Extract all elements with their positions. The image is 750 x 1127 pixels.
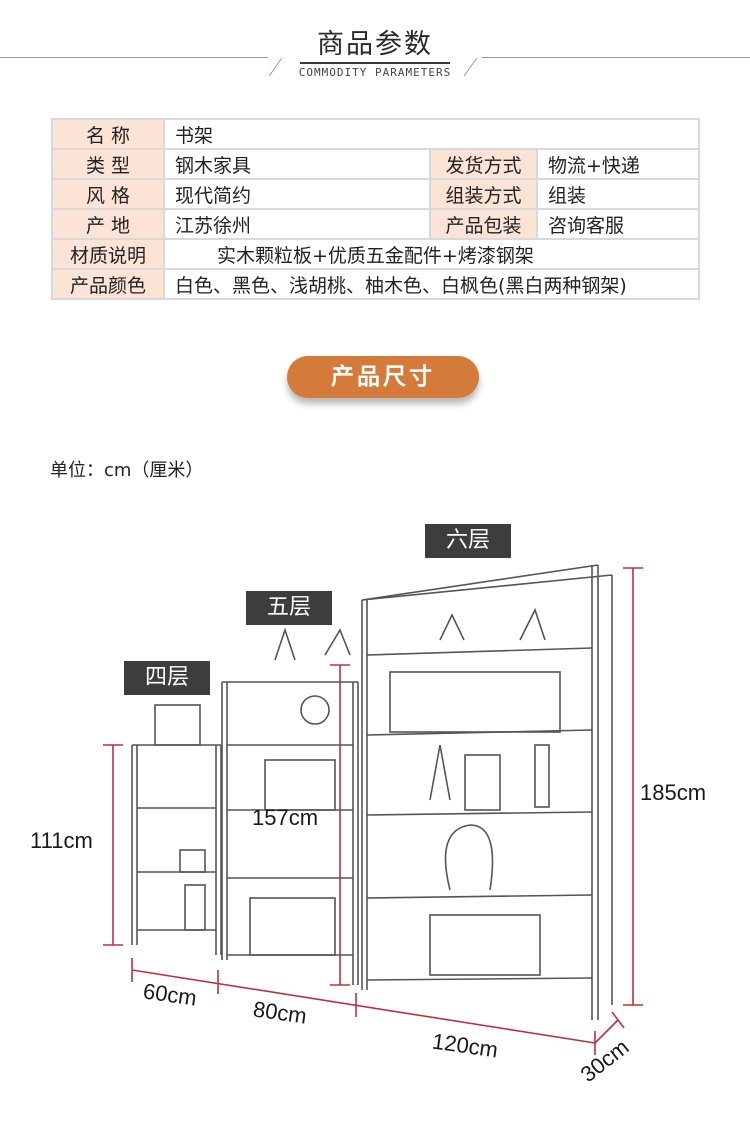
title-underline [300, 62, 450, 64]
size-badge: 产品尺寸 [287, 356, 479, 398]
param-label-origin: 产 地 [51, 208, 165, 240]
param-label-name: 名 称 [51, 118, 165, 150]
shelf-four-tier [131, 704, 222, 955]
table-row: 材质说明 实木颗粒板+优质五金配件+烤漆钢架 [51, 238, 700, 270]
table-row: 名 称 书架 [51, 118, 700, 150]
param-label-type: 类 型 [51, 148, 165, 180]
dim-label-h6: 185cm [640, 780, 707, 805]
dimension-lines [103, 567, 643, 1055]
section-title: 商品参数 [317, 29, 433, 60]
shelf-line-art [131, 564, 613, 1020]
param-value-origin: 江苏徐州 [163, 208, 431, 240]
tier-label-five: 五层 [246, 591, 332, 625]
param-value-name: 书架 [163, 118, 700, 150]
param-label-color: 产品颜色 [51, 268, 165, 300]
parameter-table: 名 称 书架 类 型 钢木家具 发货方式 物流+快递 风 格 现代简约 组装方式… [51, 118, 700, 300]
table-row: 类 型 钢木家具 发货方式 物流+快递 [51, 148, 700, 180]
shelf-six-tier [361, 564, 613, 1020]
param-label-assembly: 组装方式 [429, 178, 538, 210]
tier-label-four: 四层 [124, 661, 210, 695]
table-row: 风 格 现代简约 组装方式 组装 [51, 178, 700, 210]
param-label-package: 产品包装 [429, 208, 538, 240]
dim-line-depth [594, 1019, 619, 1044]
section-subtitle: COMMODITY PARAMETERS [298, 66, 452, 79]
param-label-style: 风 格 [51, 178, 165, 210]
param-value-type: 钢木家具 [163, 148, 431, 180]
tier-label-six: 六层 [425, 524, 511, 558]
param-value-color: 白色、黑色、浅胡桃、柚木色、白枫色(黑白两种钢架) [163, 268, 700, 300]
header-rule-right [482, 57, 750, 58]
param-value-package: 咨询客服 [536, 208, 700, 240]
param-value-assembly: 组装 [536, 178, 700, 210]
header-rule-left [0, 57, 268, 58]
param-label-ship: 发货方式 [429, 148, 538, 180]
param-value-style: 现代简约 [163, 178, 431, 210]
dim-line-width [131, 969, 596, 1044]
dim-label-h4: 111cm [30, 828, 93, 853]
param-value-ship: 物流+快递 [536, 148, 700, 180]
shelf-five-tier [221, 627, 359, 985]
table-row: 产品颜色 白色、黑色、浅胡桃、柚木色、白枫色(黑白两种钢架) [51, 268, 700, 300]
dim-label-h5: 157cm [252, 805, 319, 830]
param-label-material: 材质说明 [51, 238, 165, 270]
table-row: 产 地 江苏徐州 产品包装 咨询客服 [51, 208, 700, 240]
param-value-material: 实木颗粒板+优质五金配件+烤漆钢架 [163, 238, 700, 270]
unit-note: 单位：cm（厘米） [50, 460, 204, 481]
